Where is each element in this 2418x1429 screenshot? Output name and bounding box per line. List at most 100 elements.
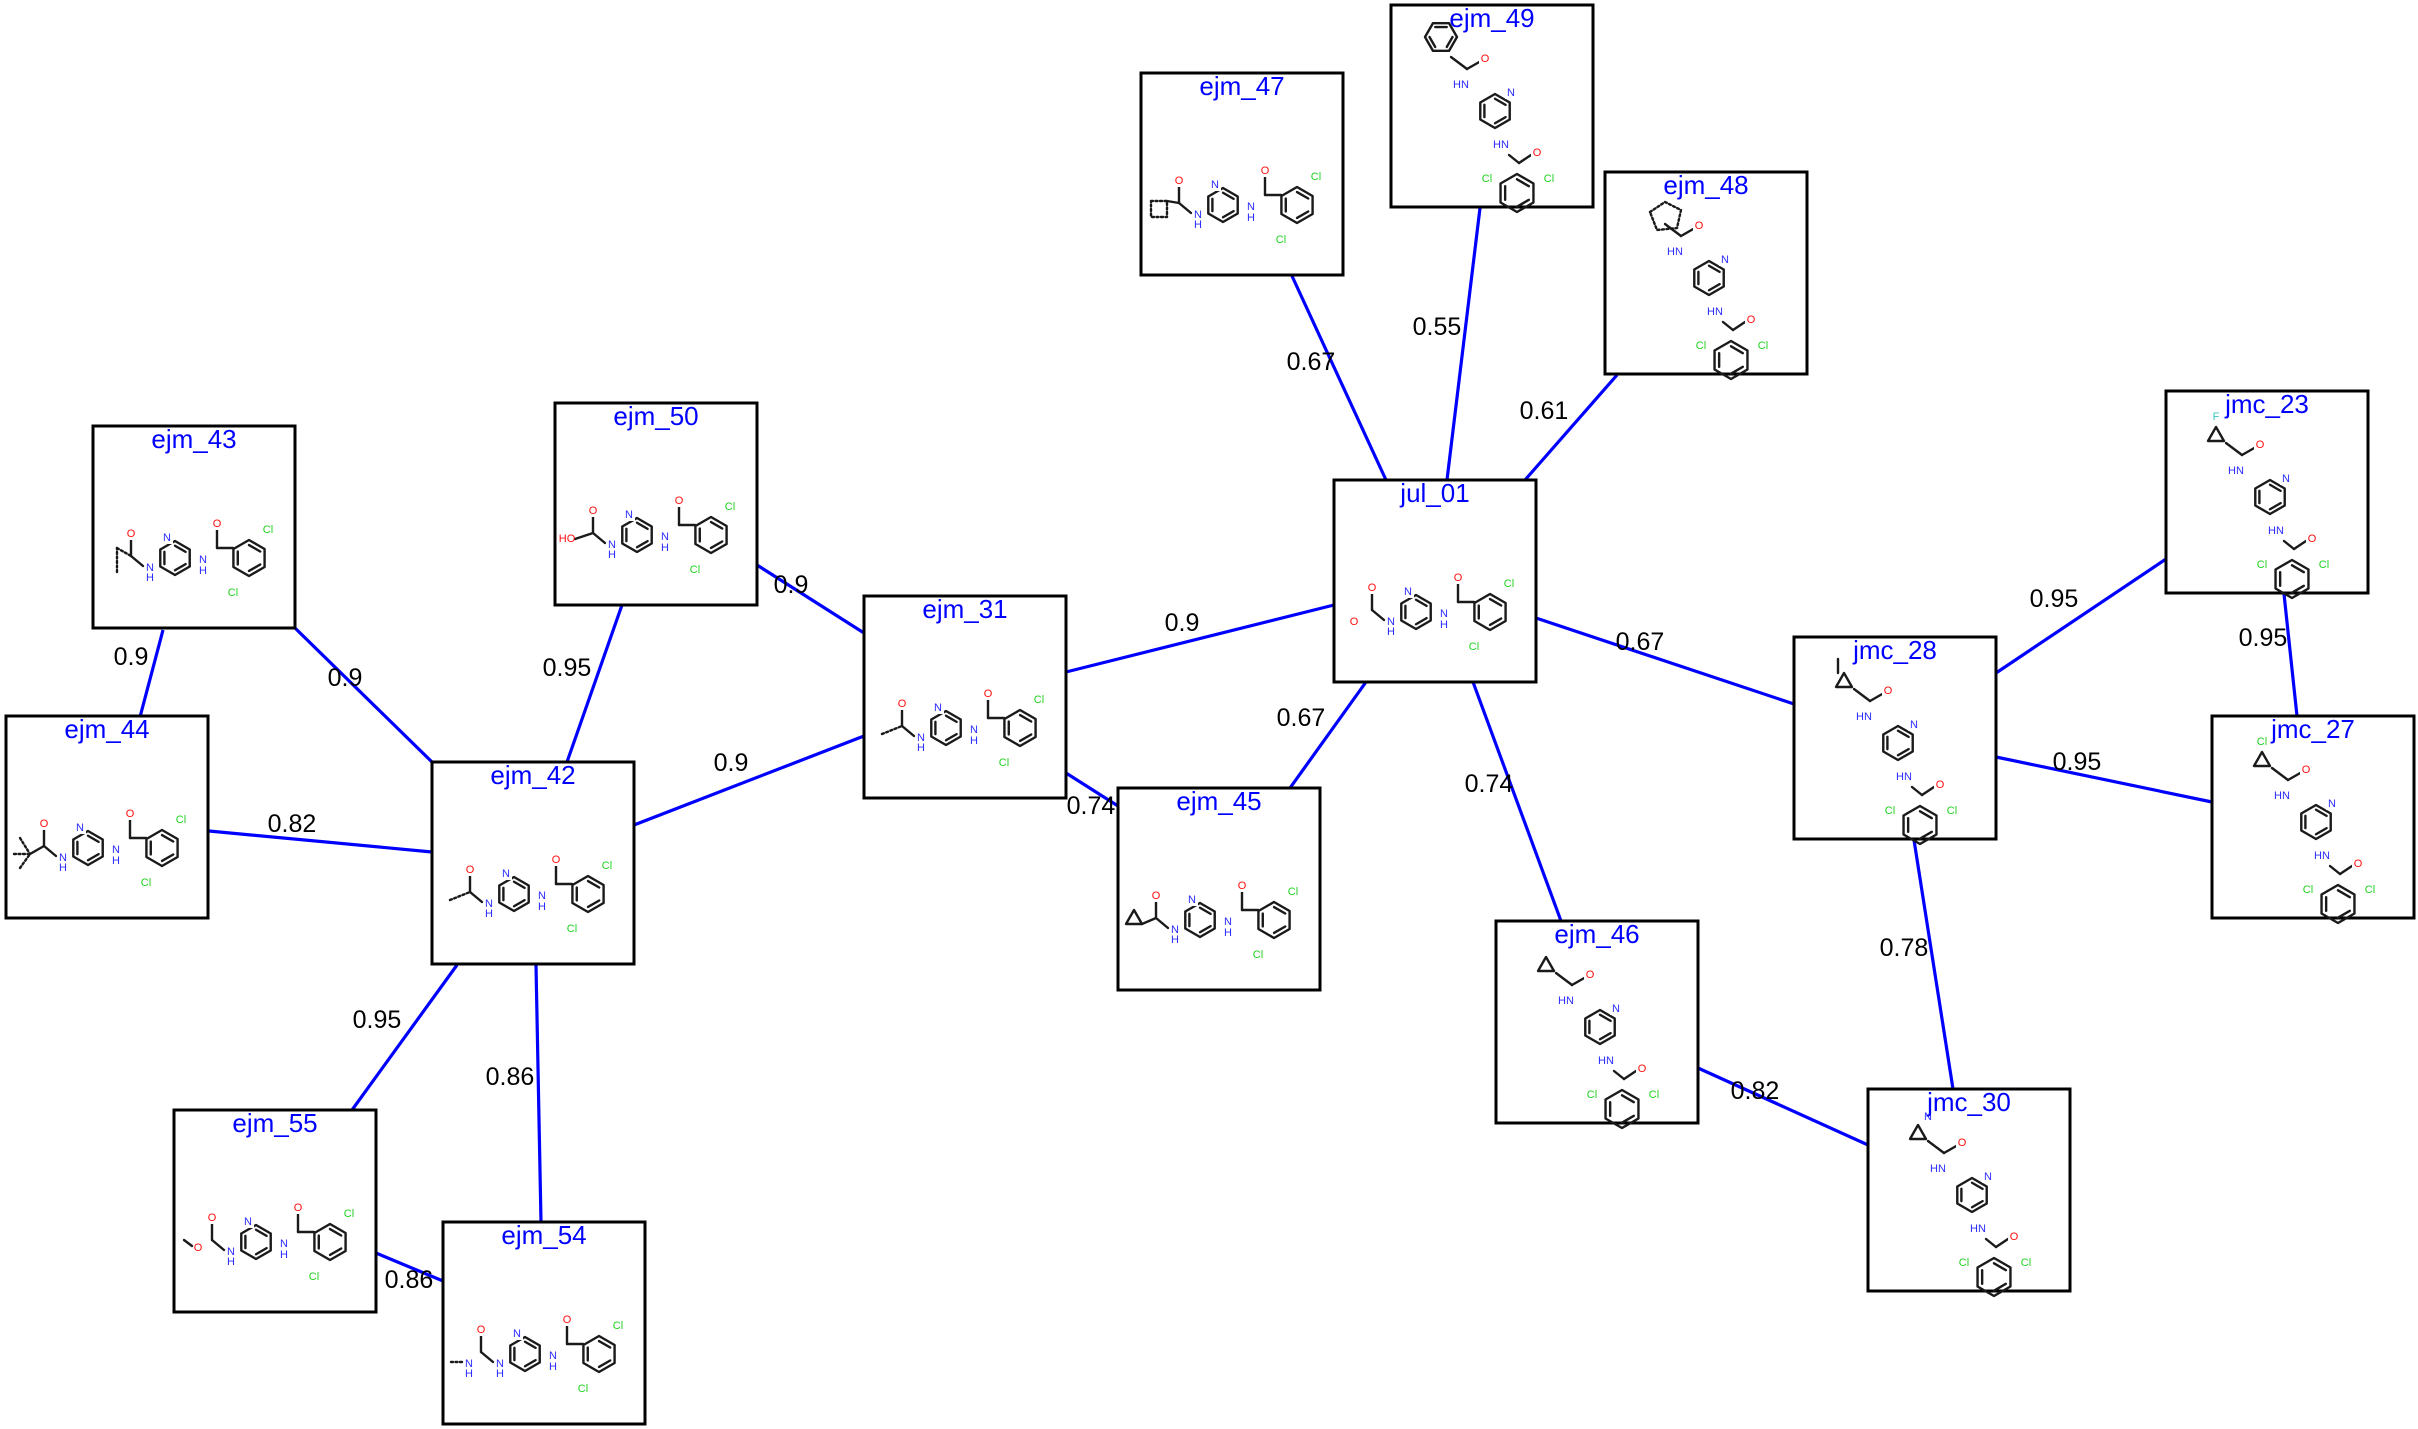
bond — [1942, 1143, 1960, 1155]
atom-o: O — [984, 688, 993, 700]
atom-n: N — [280, 1238, 288, 1250]
atom-cl: Cl — [1482, 173, 1492, 185]
pyridine-ring — [1479, 92, 1511, 130]
edge-label-ejm_43-ejm_42: 0.9 — [328, 664, 363, 692]
pyridine-ring-double-bond — [523, 1358, 537, 1368]
atom-n: H — [280, 1249, 288, 1261]
atom-backdrop — [606, 549, 618, 561]
atom-cl: Cl — [2257, 559, 2267, 571]
atom-backdrop — [500, 868, 512, 880]
bond — [28, 844, 46, 856]
atom-backdrop — [343, 1208, 355, 1220]
atom-cl: Cl — [1311, 171, 1321, 183]
edge-ejm_48-jul_01 — [1523, 373, 1619, 482]
atom-backdrop — [2230, 465, 2242, 477]
atom-cl: Cl — [1885, 805, 1895, 817]
node-title: jmc_27 — [2270, 714, 2355, 744]
atom-cl: Cl — [690, 564, 700, 576]
bond — [1852, 687, 1872, 703]
cyclopropyl — [2206, 425, 2226, 443]
atom-n: HN — [1667, 246, 1683, 258]
dichlorophenyl-ring-double-bond — [1272, 905, 1287, 915]
edge-label-ejm_50-ejm_31: 0.9 — [774, 571, 809, 599]
dichlorophenyl-ring-double-bond — [2290, 564, 2306, 574]
edge-ejm_45-jul_01 — [1288, 681, 1368, 789]
atom-n: HN — [1856, 711, 1872, 723]
edge-label-ejm_42-ejm_54: 0.86 — [486, 1063, 535, 1091]
atom-backdrop — [483, 908, 495, 920]
atom-backdrop — [1932, 1163, 1944, 1175]
edge-label-ejm_46-jmc_30: 0.82 — [1731, 1077, 1780, 1105]
atom-backdrop — [292, 1202, 304, 1214]
atom-backdrop — [1192, 219, 1204, 231]
dichlorophenyl-ring-double-bond — [2336, 889, 2352, 899]
atom-backdrop — [125, 528, 137, 540]
node-box — [91, 424, 297, 630]
atom-n: N — [59, 852, 67, 864]
atom-o: HO — [559, 533, 576, 545]
benzoyl-ring-double-bond — [1445, 35, 1454, 49]
atom-backdrop — [1169, 924, 1181, 936]
atom-n: H — [1387, 626, 1395, 638]
atom-n: N — [661, 531, 669, 543]
atom-n: H — [227, 1256, 235, 1268]
atom-backdrop — [74, 822, 86, 834]
atom-backdrop — [2364, 884, 2376, 896]
atom-o: O — [1175, 175, 1184, 187]
edge-label-ejm_50-ejm_42: 0.95 — [543, 654, 592, 682]
atom-backdrop — [308, 1271, 320, 1283]
dichlorophenyl-ring — [2274, 558, 2310, 600]
atom-backdrop — [547, 1361, 559, 1373]
atom-n: N — [1404, 586, 1412, 598]
atom-backdrop — [211, 518, 223, 530]
pyridine-ring-double-bond — [1707, 264, 1721, 274]
atom-backdrop — [464, 864, 476, 876]
atom-n: N — [1247, 201, 1255, 213]
bond — [18, 852, 32, 870]
bond — [210, 1238, 226, 1252]
atom-n: HN — [1493, 139, 1509, 151]
edge-ejm_42-ejm_54 — [534, 964, 543, 1223]
bond — [2338, 864, 2354, 876]
atom-n: HN — [2274, 790, 2290, 802]
atom-backdrop — [1709, 306, 1721, 318]
bond — [2240, 445, 2258, 457]
atom-n: N — [1910, 719, 1918, 731]
atom-backdrop — [57, 862, 69, 874]
atom-o: O — [2302, 764, 2311, 776]
node-title: ejm_55 — [232, 1108, 317, 1138]
atom-backdrop — [659, 531, 671, 543]
benzoyl-ring-double-bond — [1428, 35, 1437, 49]
atom-cl: Cl — [1758, 340, 1768, 352]
pyridine-ring-double-bond — [635, 521, 649, 531]
dichlorophenyl-ring-double-bond — [1018, 733, 1033, 743]
atom-n: N — [1507, 87, 1515, 99]
atom-backdrop — [1695, 340, 1707, 352]
atom-backdrop — [1882, 685, 1894, 697]
edge-label-ejm_42-ejm_31: 0.9 — [714, 749, 749, 777]
node-title: jmc_28 — [1852, 635, 1937, 665]
atom-o: O — [294, 1202, 303, 1214]
bond — [1910, 785, 1924, 797]
atom-n: N — [199, 554, 207, 566]
